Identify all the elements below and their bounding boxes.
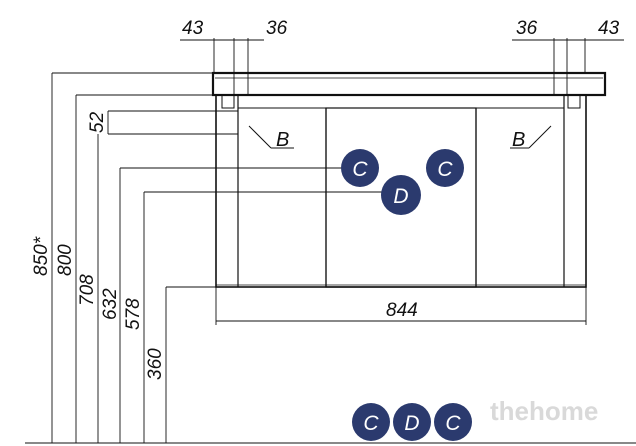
opening-arrow-right: [528, 125, 552, 149]
badge-d: D: [381, 175, 421, 215]
dim-v-578: 578: [123, 298, 144, 330]
badge-c1: C: [341, 149, 379, 187]
dim-v-632: 632: [100, 288, 121, 320]
badge-c2: C: [426, 149, 464, 187]
svg-text:C: C: [445, 412, 461, 435]
dim-width-844: 844: [386, 300, 418, 321]
dim-v-52: 52: [87, 111, 108, 133]
svg-text:C: C: [437, 158, 453, 181]
width-dimension: [215, 287, 587, 325]
svg-text:C: C: [352, 158, 368, 181]
svg-text:D: D: [393, 185, 408, 208]
footer-badge-3: C: [434, 403, 472, 441]
cabinet-top-slab: [211, 71, 607, 97]
dim-top-left-43: 43: [182, 18, 204, 39]
dim-v-850: 850*: [31, 236, 52, 276]
opening-arrow-left: [248, 125, 272, 149]
dim-v-708: 708: [77, 274, 98, 306]
dim-v-360: 360: [145, 348, 166, 380]
bracket-right: [567, 94, 581, 109]
svg-text:D: D: [404, 412, 419, 435]
label-b-right: B: [512, 129, 525, 151]
top-dimensions: [180, 38, 624, 95]
watermark: thehome: [490, 396, 598, 426]
dim-top-right-36: 36: [516, 18, 538, 39]
footer-badges: C D C: [352, 403, 472, 441]
vertical-dimensions: [51, 72, 382, 443]
bracket-left: [221, 94, 235, 109]
dim-top-right-43: 43: [598, 18, 620, 39]
footer-badge-1: C: [352, 403, 390, 441]
dim-top-left-36: 36: [266, 18, 288, 39]
dim-v-800: 800: [55, 244, 76, 276]
svg-text:C: C: [363, 412, 379, 435]
cabinet: [211, 71, 607, 288]
label-b-left: B: [276, 129, 289, 151]
footer-badge-2: D: [393, 403, 431, 441]
